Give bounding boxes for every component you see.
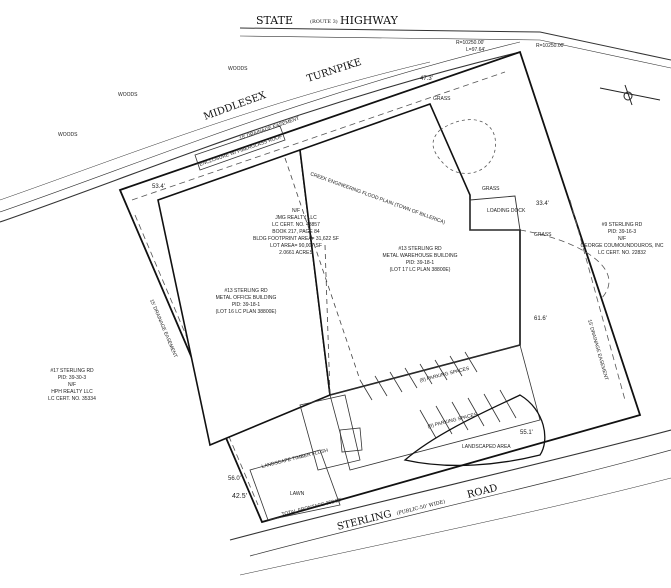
owner-line-3: LC CERT. NO. 43857 bbox=[272, 222, 320, 228]
parking-label-2: (9) PARKING SPACES bbox=[427, 412, 479, 430]
dim-56: 56.0' bbox=[228, 476, 241, 482]
warehouse-line-3: PID: 39-18-1 bbox=[406, 260, 435, 266]
office-line-4: (LOT 16 LC PLAN 38800E) bbox=[216, 309, 277, 315]
east-abutter-line-2: PID: 39-16-3 bbox=[608, 229, 637, 235]
dim-55: 55.1' bbox=[520, 430, 533, 436]
building-diagonal-lines bbox=[284, 157, 361, 396]
dim-61: 61.6' bbox=[534, 316, 547, 322]
east-abutter-line-5: LC CERT. NO. 22832 bbox=[598, 250, 646, 256]
dim-42: 42.5' bbox=[232, 493, 247, 500]
west-easement-label: 15' DRAINAGE EASEMENT bbox=[148, 298, 178, 358]
east-easement-label: 15' DRAINAGE EASEMENT bbox=[586, 319, 609, 381]
woods-labels: WOODS WOODS WOODS bbox=[58, 66, 248, 138]
west-abutter-line-1: #17 STERLING RD bbox=[50, 368, 94, 374]
dim-33: 33.4' bbox=[536, 201, 549, 207]
curve-r1: R=10250.00' bbox=[456, 40, 484, 46]
office-line-1: #13 STERLING RD bbox=[224, 288, 268, 294]
timber-label: LANDSCAPE TIMBER FLUSH bbox=[261, 448, 329, 470]
sterling-road bbox=[229, 429, 671, 576]
lower-structures bbox=[249, 394, 363, 521]
middlesex-turnpike bbox=[0, 41, 521, 223]
office-line-2: METAL OFFICE BUILDING bbox=[216, 295, 277, 301]
state-highway-label: STATE bbox=[256, 14, 293, 27]
curve-r2: R=10250.00' bbox=[536, 43, 564, 49]
curve-labels: R=10250.00' R=10250.00' L=97.64' bbox=[456, 40, 564, 53]
grass-label-1: GRASS bbox=[433, 96, 451, 102]
owner-line-5: BLDG FOOTPRINT AREA= 31,622 SF bbox=[253, 236, 339, 242]
east-abutter-label: #9 STERLING RD PID: 39-16-3 N/F GEORGE C… bbox=[580, 222, 663, 256]
woods-label-2: WOODS bbox=[118, 92, 138, 98]
state-highway-sub: (ROUTE 3) bbox=[310, 18, 338, 25]
west-abutter-label: #17 STERLING RD PID: 39-30-3 N/F HPH REA… bbox=[48, 368, 96, 402]
owner-line-2: JMG REALTY LLC bbox=[275, 215, 317, 221]
west-abutter-line-5: LC CERT. NO. 35334 bbox=[48, 396, 96, 402]
owner-label: N/F JMG REALTY LLC LC CERT. NO. 43857 BO… bbox=[253, 208, 339, 256]
west-abutter-line-4: HPH REALTY LLC bbox=[51, 389, 93, 395]
parking-area bbox=[329, 344, 541, 471]
office-line-3: PID: 39-18-1 bbox=[232, 302, 261, 308]
grass-label-3: GRASS bbox=[534, 232, 552, 238]
east-abutter-line-4: GEORGE COUMOUNDOUROS, INC bbox=[580, 243, 663, 249]
loading-dock bbox=[469, 195, 521, 231]
loading-dock-label: LOADING DOCK bbox=[487, 208, 526, 214]
lawn-label: LAWN bbox=[290, 491, 305, 497]
sterling-label: STERLING bbox=[336, 509, 393, 533]
owner-line-4: BOOK 217, PAGE 84 bbox=[272, 229, 320, 235]
turnpike-label: MIDDLESEX bbox=[202, 90, 268, 123]
warehouse-line-1: #13 STERLING RD bbox=[398, 246, 442, 252]
office-label: #13 STERLING RD METAL OFFICE BUILDING PI… bbox=[216, 288, 277, 315]
landscaped-label: LANDSCAPED AREA bbox=[462, 444, 511, 450]
dim-47: 47.3' bbox=[420, 76, 433, 82]
easement-lines bbox=[131, 71, 626, 506]
owner-line-6: LOT AREA= 90,007 SF bbox=[270, 243, 322, 249]
woods-label-3: WOODS bbox=[58, 132, 78, 138]
east-abutter-line-3: N/F bbox=[618, 236, 626, 242]
landscaped-island bbox=[403, 394, 546, 467]
enclosure bbox=[194, 125, 286, 171]
frontage-label: TOTAL FRONTAGE 358.00' bbox=[281, 497, 343, 518]
state-highway bbox=[239, 27, 671, 69]
west-abutter-line-2: PID: 39-30-3 bbox=[58, 375, 87, 381]
dim-53: 53.4' bbox=[152, 184, 165, 190]
warehouse-line-2: METAL WAREHOUSE BUILDING bbox=[382, 253, 457, 259]
woods-label-1: WOODS bbox=[228, 66, 248, 72]
grass-area bbox=[432, 119, 496, 174]
north-arrow-icon bbox=[599, 84, 661, 106]
owner-line-7: 2.0661 ACRES bbox=[279, 250, 313, 256]
turnpike-end: TURNPIKE bbox=[306, 57, 363, 85]
owner-line-1: N/F bbox=[292, 208, 300, 214]
east-abutter-line-1: #9 STERLING RD bbox=[602, 222, 643, 228]
state-highway-end: HIGHWAY bbox=[340, 14, 399, 27]
curve-l1: L=97.64' bbox=[466, 47, 485, 53]
west-abutter-line-3: N/F bbox=[68, 382, 76, 388]
sterling-sub: (PUBLIC-50' WIDE) bbox=[396, 498, 446, 517]
warehouse-label: #13 STERLING RD METAL WAREHOUSE BUILDING… bbox=[382, 246, 457, 273]
warehouse-line-4: (LOT 17 LC PLAN 38800E) bbox=[390, 267, 451, 273]
grass-label-2: GRASS bbox=[482, 186, 500, 192]
